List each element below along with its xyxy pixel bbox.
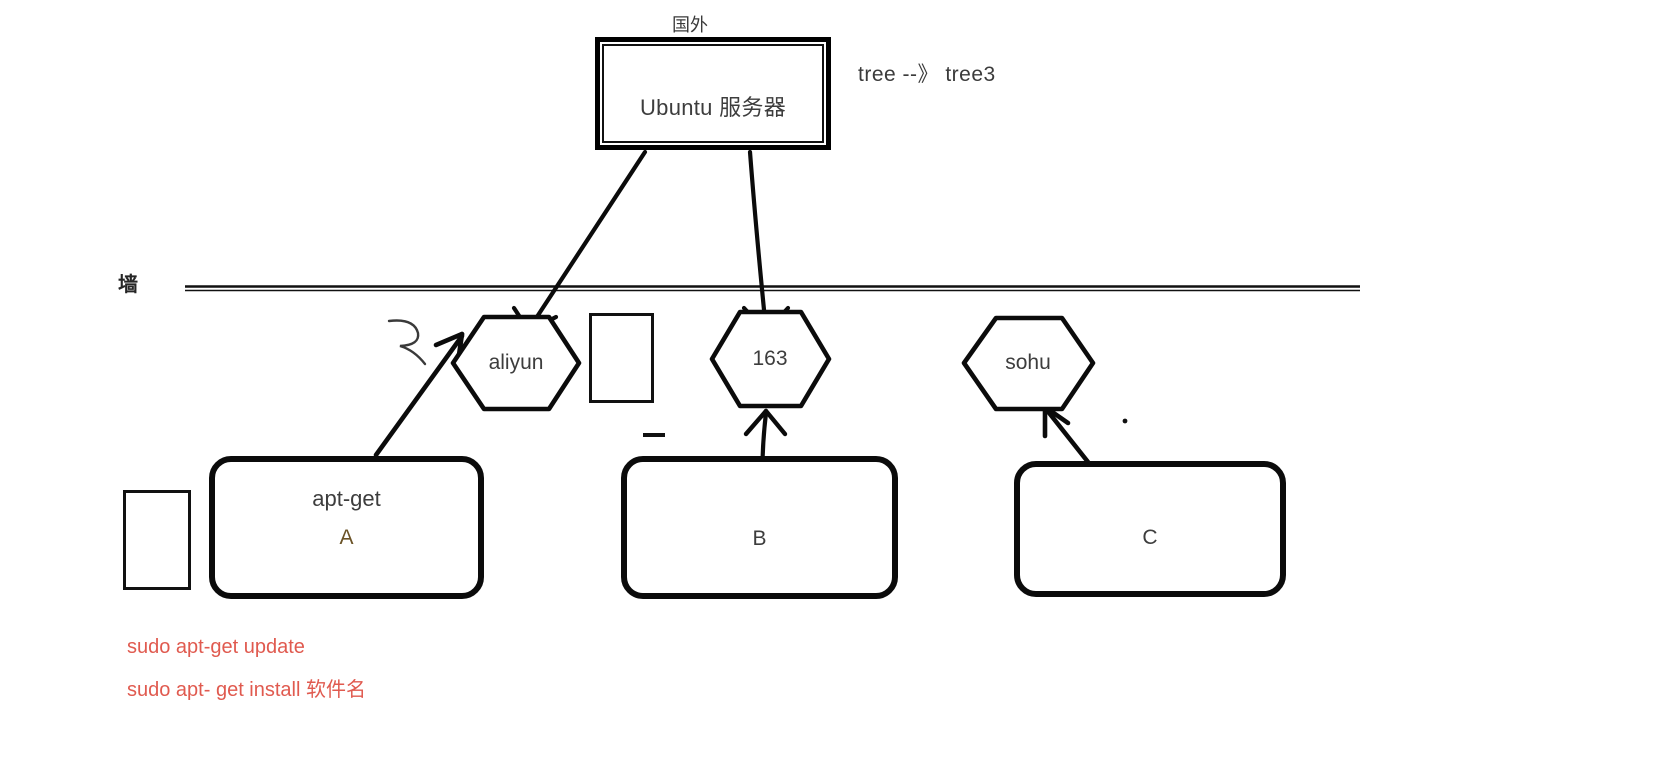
abroad-label: 国外 (672, 15, 708, 35)
tree-note-label: tree --》 tree3 (858, 63, 996, 86)
ubuntu-server-box-inner: Ubuntu 服务器 (602, 44, 824, 143)
node-aliyun-label: aliyun (488, 351, 544, 374)
client-box-a-title: apt-get (312, 486, 381, 511)
arrow-server-to-aliyun (511, 149, 648, 334)
client-box-a-label: A (339, 526, 354, 549)
node-163: 163 (710, 311, 830, 407)
client-box-c: C (1014, 461, 1286, 597)
command-line-update: sudo apt-get update (127, 636, 305, 658)
document-icon-middle (589, 313, 654, 403)
node-aliyun: aliyun (452, 316, 580, 410)
client-box-c-label: C (1142, 526, 1158, 549)
node-sohu-label: sohu (1005, 351, 1051, 374)
arrow-c-to-sohu (1042, 404, 1091, 465)
client-box-a: apt-get A (209, 456, 484, 599)
scribble-mark (387, 319, 427, 366)
arrow-a-to-aliyun (373, 331, 465, 458)
stray-dot-mark (1122, 418, 1128, 424)
command-line-install: sudo apt- get install 软件名 (127, 679, 366, 701)
node-sohu: sohu (961, 316, 1095, 410)
document-icon-left (123, 490, 191, 590)
client-box-b-label: B (752, 527, 767, 550)
wall-line (185, 285, 1360, 292)
arrow-server-to-163 (741, 149, 791, 335)
wall-label: 墙 (118, 274, 138, 296)
ubuntu-server-label: Ubuntu 服务器 (639, 95, 787, 120)
ubuntu-server-box: Ubuntu 服务器 (595, 37, 831, 150)
node-163-label: 163 (752, 347, 788, 370)
client-box-b: B (621, 456, 898, 599)
